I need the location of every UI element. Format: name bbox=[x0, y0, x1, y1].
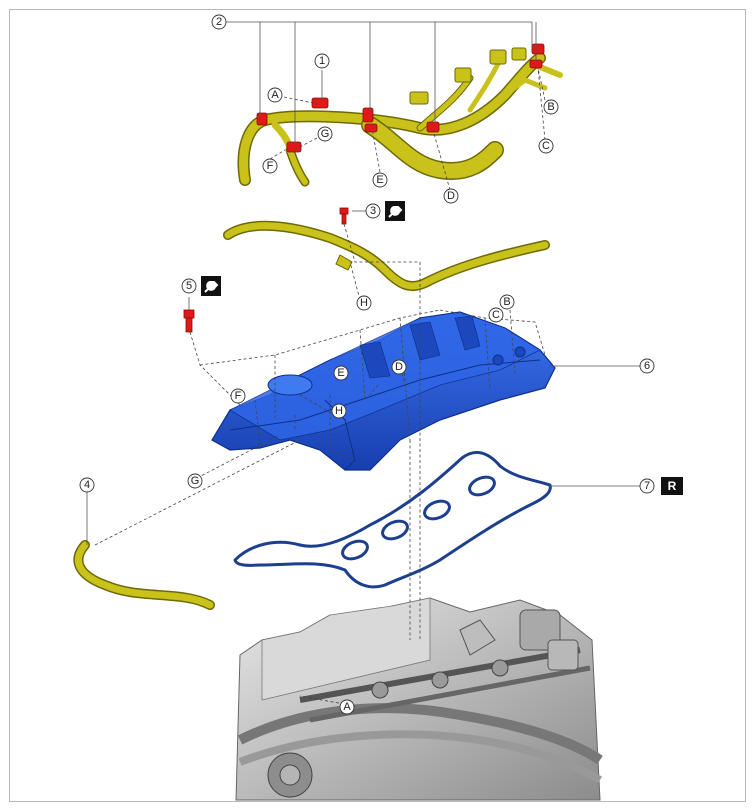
callout-1: 1 bbox=[314, 53, 330, 69]
svg-text:4: 4 bbox=[84, 479, 90, 491]
callout-2: 2 bbox=[211, 14, 227, 30]
svg-text:R: R bbox=[668, 479, 677, 493]
callout-cover-h-upper: H bbox=[356, 295, 372, 311]
svg-text:H: H bbox=[360, 297, 368, 309]
harness-clips bbox=[256, 43, 545, 153]
svg-text:3: 3 bbox=[370, 205, 376, 217]
wiring-harness bbox=[237, 52, 563, 187]
bolt-3 bbox=[339, 207, 349, 225]
hose-4 bbox=[73, 540, 215, 610]
svg-text:7: 7 bbox=[644, 480, 650, 492]
bolt-5 bbox=[183, 309, 195, 333]
callout-cover-g: G bbox=[187, 473, 203, 489]
dashed-alignment-lines bbox=[94, 67, 546, 707]
callout-cover-d: D bbox=[391, 359, 407, 375]
callout-cover-c: C bbox=[488, 307, 504, 323]
svg-text:F: F bbox=[267, 160, 274, 172]
wrench-icon bbox=[201, 276, 221, 296]
callout-5: 5 bbox=[181, 278, 197, 294]
leader-lines bbox=[86, 21, 640, 545]
callout-harness-b: B bbox=[543, 99, 559, 115]
engine-head bbox=[235, 597, 603, 801]
callout-cover-b: B bbox=[499, 294, 515, 310]
callout-harness-a: A bbox=[267, 87, 283, 103]
svg-text:G: G bbox=[321, 128, 330, 140]
svg-text:E: E bbox=[337, 367, 344, 379]
svg-text:A: A bbox=[271, 89, 279, 101]
callout-harness-e: E bbox=[372, 172, 388, 188]
svg-text:H: H bbox=[335, 405, 343, 417]
svg-text:2: 2 bbox=[216, 16, 222, 28]
svg-text:5: 5 bbox=[186, 280, 192, 292]
callout-cover-e: E bbox=[333, 365, 349, 381]
svg-text:A: A bbox=[343, 701, 351, 713]
svg-text:B: B bbox=[503, 296, 510, 308]
wrench-icon bbox=[385, 201, 405, 221]
cover-gasket bbox=[233, 450, 552, 589]
callout-engine-a: A bbox=[339, 699, 355, 715]
callout-cover-h: H bbox=[331, 403, 347, 419]
callout-7: 7 bbox=[639, 478, 655, 494]
svg-text:D: D bbox=[395, 361, 403, 373]
callout-harness-g: G bbox=[317, 126, 333, 142]
harness-connectors bbox=[409, 47, 527, 105]
svg-text:F: F bbox=[235, 390, 242, 402]
svg-text:6: 6 bbox=[644, 360, 650, 372]
callout-harness-d: D bbox=[443, 188, 459, 204]
svg-text:1: 1 bbox=[319, 55, 325, 67]
callout-3: 3 bbox=[365, 203, 381, 219]
svg-text:C: C bbox=[492, 309, 500, 321]
svg-text:D: D bbox=[447, 190, 455, 202]
callout-harness-c: C bbox=[538, 138, 554, 154]
callout-cover-f: F bbox=[230, 388, 246, 404]
svg-text:G: G bbox=[191, 475, 200, 487]
breather-hose bbox=[223, 220, 550, 292]
svg-text:C: C bbox=[542, 140, 550, 152]
cylinder-head-cover bbox=[211, 311, 556, 471]
replace-badge: R bbox=[661, 477, 683, 495]
svg-text:B: B bbox=[547, 101, 554, 113]
svg-text:E: E bbox=[376, 174, 383, 186]
callout-6: 6 bbox=[639, 358, 655, 374]
callout-4: 4 bbox=[79, 477, 95, 493]
callout-harness-f: F bbox=[262, 158, 278, 174]
